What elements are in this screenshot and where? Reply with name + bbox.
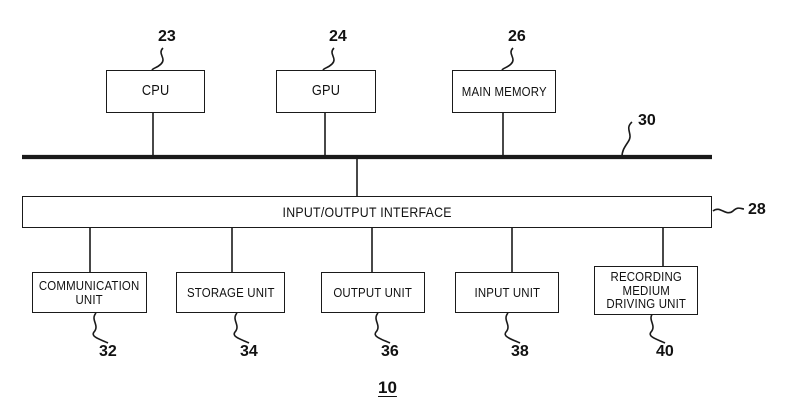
block-label-communication-unit: COMMUNICATION UNIT <box>39 277 140 307</box>
ref-number-23: 23 <box>158 28 176 45</box>
ref-number-34: 34 <box>240 343 258 360</box>
block-storage-unit[interactable]: STORAGE UNIT <box>176 272 285 313</box>
block-label-gpu: GPU <box>311 82 341 99</box>
leader-line-32 <box>92 312 109 344</box>
figure-number: 10 <box>378 378 397 397</box>
leader-line-23 <box>151 47 164 71</box>
block-main-memory[interactable]: MAIN MEMORY <box>452 70 556 113</box>
ref-number-24: 24 <box>329 28 347 45</box>
block-label-cpu: CPU <box>141 82 170 99</box>
block-communication-unit[interactable]: COMMUNICATION UNIT <box>32 272 147 313</box>
block-label-input-output-interface: INPUT/OUTPUT INTERFACE <box>282 203 452 220</box>
ref-number-38: 38 <box>511 343 529 360</box>
leader-line-34 <box>233 312 250 344</box>
ref-number-36: 36 <box>381 343 399 360</box>
ref-number-28: 28 <box>748 201 766 218</box>
block-label-input-unit: INPUT UNIT <box>474 284 540 300</box>
block-input-output-interface[interactable]: INPUT/OUTPUT INTERFACE <box>22 196 712 228</box>
block-output-unit[interactable]: OUTPUT UNIT <box>321 272 425 313</box>
ref-number-26: 26 <box>508 28 526 45</box>
block-input-unit[interactable]: INPUT UNIT <box>455 272 559 313</box>
ref-number-32: 32 <box>99 343 117 360</box>
leader-line-26 <box>501 47 514 71</box>
block-label-storage-unit: STORAGE UNIT <box>186 284 275 300</box>
ref-number-30: 30 <box>638 112 656 129</box>
block-gpu[interactable]: GPU <box>276 70 376 113</box>
leader-line-36 <box>374 312 391 344</box>
leader-line-40 <box>649 312 666 344</box>
block-cpu[interactable]: CPU <box>106 70 205 113</box>
block-recording-medium-driving-unit[interactable]: RECORDING MEDIUM DRIVING UNIT <box>594 266 698 315</box>
ref-number-40: 40 <box>656 343 674 360</box>
leader-line-24 <box>322 47 335 71</box>
leader-line-28 <box>712 207 745 214</box>
leader-line-38 <box>504 312 521 344</box>
block-label-recording-medium-driving-unit: RECORDING MEDIUM DRIVING UNIT <box>606 268 686 312</box>
block-label-main-memory: MAIN MEMORY <box>461 83 547 99</box>
block-label-output-unit: OUTPUT UNIT <box>333 284 413 300</box>
leader-line-30 <box>621 121 633 158</box>
